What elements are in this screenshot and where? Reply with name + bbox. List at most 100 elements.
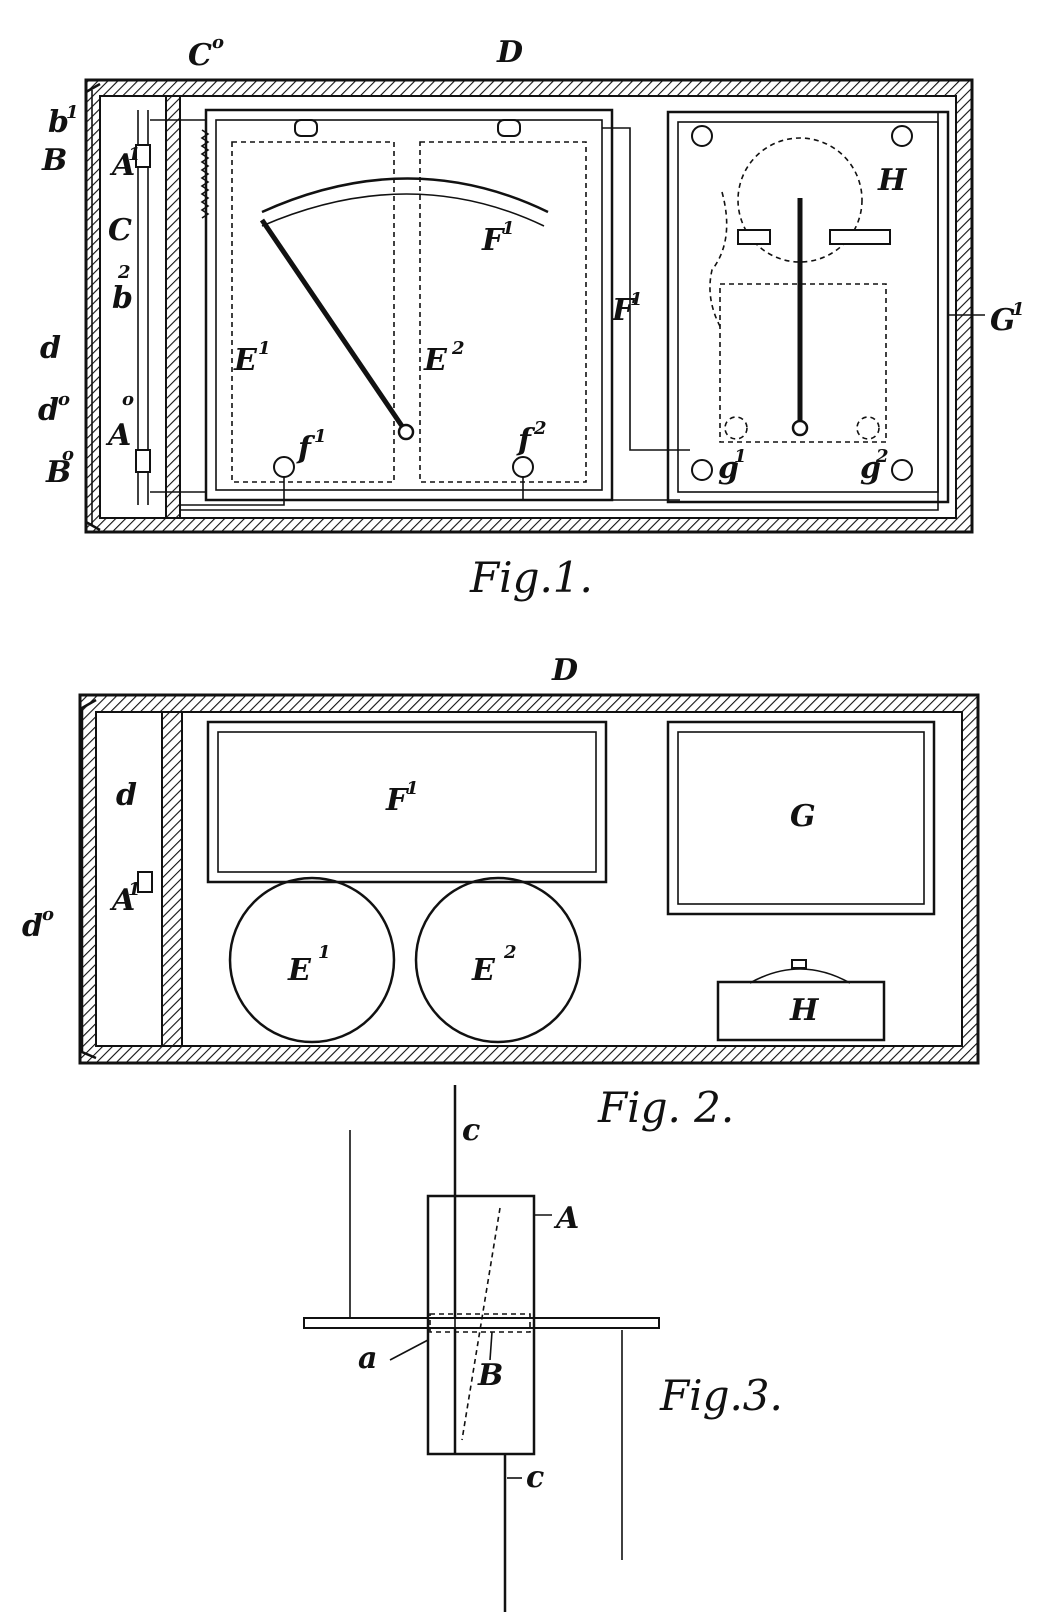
bar-a (303, 1317, 660, 1329)
label-f1-scale-sup: 1 (502, 218, 515, 239)
coil-e1-dashed (231, 141, 395, 483)
fig2-label-e2: E (471, 953, 496, 988)
box-dashed (719, 283, 887, 443)
label-g1: G (990, 303, 1016, 338)
terminal-f2 (512, 456, 534, 478)
lid2 (80, 698, 97, 1060)
label-b0-sup: o (62, 444, 74, 465)
label-g1-lower: g (718, 451, 739, 486)
terminal-g1 (691, 459, 713, 481)
box-g-fig2-outer (666, 720, 936, 916)
label-c: C (108, 213, 132, 248)
figure-3-labels: c A a B c Fig.3. (358, 1113, 783, 1495)
label-a0: A (105, 418, 131, 453)
fig2-label-e1-sup: 1 (318, 942, 331, 963)
fig2-label-d-top: D (551, 653, 578, 688)
diagonal-dashed (461, 1207, 501, 1441)
scale-arc-outer (261, 177, 549, 214)
case-inner-cavity (99, 95, 957, 519)
meter-f-outer (206, 720, 608, 884)
label-c0-sup: o (212, 32, 224, 53)
caption-fig-2: Fig. 2. (597, 1083, 734, 1132)
label-g2-sup: 2 (875, 446, 889, 467)
label-d0-sup: o (58, 389, 70, 410)
label-a1-sup: 1 (128, 144, 141, 165)
box-g-fig2-inner (677, 731, 925, 905)
fig3-label-a-lower: a (358, 1341, 377, 1376)
figure-3 (303, 1085, 660, 1612)
bell-h-dome (749, 968, 851, 984)
figure-2-labels: D d d o A 1 F 1 G E 1 E 2 H Fig. 2. (22, 653, 820, 1132)
label-g1-sup: 1 (1012, 299, 1025, 320)
pointer-needle (259, 218, 409, 434)
figure-1 (84, 78, 974, 534)
fig2-label-d0: d (22, 909, 43, 944)
terminal-a1-fig2 (137, 871, 153, 893)
hammer-pivot (791, 419, 809, 437)
caption-fig-3: Fig.3. (659, 1371, 783, 1420)
pointer-pivot (397, 423, 415, 441)
fig3-label-c-bottom: c (526, 1460, 544, 1495)
label-e1: E (233, 343, 258, 378)
box-g-screw-tr (891, 125, 913, 147)
label-f1-side-sup: 1 (630, 289, 643, 310)
label-e2: E (423, 343, 448, 378)
label-b2-sup: 2 (117, 262, 131, 283)
fig2-label-e2-sup: 2 (503, 942, 517, 963)
fig2-label-e1: E (287, 953, 312, 988)
fig2-label-d: d (116, 778, 137, 813)
adjust-screw-right (829, 229, 891, 245)
terminal-g2 (891, 459, 913, 481)
screw-left (294, 119, 318, 137)
box-g-screw-tl (691, 125, 713, 147)
meter-f-inner (217, 731, 597, 873)
label-d: d (40, 331, 61, 366)
fig2-label-f1-sup: 1 (406, 778, 419, 799)
label-f1-sup: 1 (314, 426, 327, 447)
label-b2: b (112, 281, 133, 316)
fig3-label-c-top: c (462, 1113, 480, 1148)
fig2-label-d0-sup: o (42, 904, 54, 925)
case2-partition (161, 711, 183, 1047)
label-b1: b (48, 105, 69, 140)
label-b1-sup: 1 (66, 102, 79, 123)
dashed-foot-left (724, 416, 748, 440)
coil-e2-dashed (419, 141, 587, 483)
label-d-top: D (496, 35, 523, 70)
label-a1: A (109, 148, 135, 183)
bell-h-dashed (737, 137, 863, 263)
lid-d (84, 82, 101, 532)
dashed-wire (709, 191, 728, 331)
terminal-f1 (273, 456, 295, 478)
label-b: B (41, 143, 67, 178)
fig2-label-h: H (789, 993, 820, 1028)
coil-c0 (200, 129, 210, 219)
coil-e1-fig2 (228, 876, 396, 1044)
label-f1-scale: F (481, 223, 506, 258)
fig3-label-a-upper: A (553, 1201, 579, 1236)
b-marker (489, 1331, 493, 1361)
box-g-outer (666, 110, 950, 504)
dashed-foot-right (856, 416, 880, 440)
bell-h-knob (791, 959, 807, 969)
fig2-label-g: G (790, 799, 816, 834)
bar-dashed (429, 1313, 531, 1333)
wire-f-side (602, 127, 690, 451)
fig2-label-f1: F (385, 783, 410, 818)
label-f1-side: F (611, 293, 636, 328)
label-g1-lower-sup: 1 (734, 446, 747, 467)
wire-f1 (180, 477, 285, 506)
fig2-label-a1-sup: 1 (128, 879, 141, 900)
label-d0: d (38, 393, 59, 428)
terminal-b0 (135, 449, 151, 473)
label-f2-sup: 2 (533, 418, 547, 439)
label-g2: g (860, 451, 881, 486)
wire-g1-side (180, 112, 939, 511)
meter-frame-inner (215, 119, 603, 491)
fig2-label-a1: A (109, 883, 135, 918)
scale-arc-inner (261, 193, 545, 227)
label-e2-sup: 2 (451, 338, 465, 359)
terminal-b1 (135, 144, 151, 168)
caption-fig-1: Fig.1. (469, 553, 593, 602)
